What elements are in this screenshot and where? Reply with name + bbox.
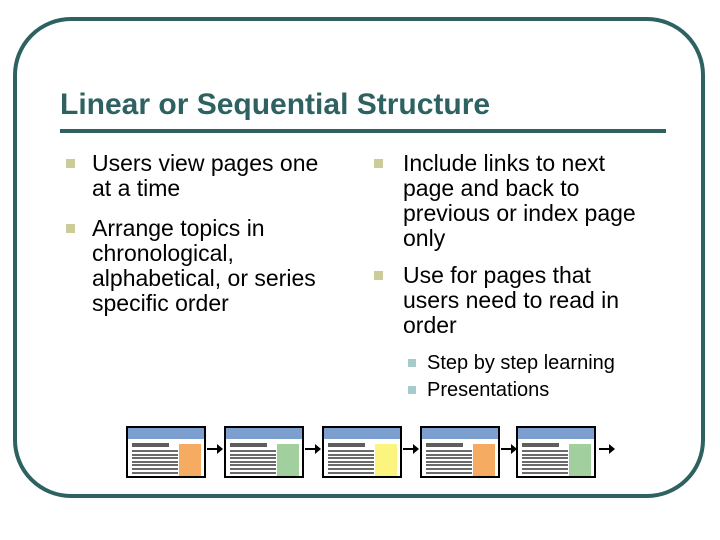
- page-title-bar: [132, 443, 169, 447]
- arrow-right-icon: [403, 443, 419, 455]
- page-text-lines: [522, 450, 568, 474]
- square-bullet-icon: [374, 159, 383, 168]
- bullet-item: Arrange topics in chronological, alphabe…: [66, 216, 358, 316]
- page-title-bar: [328, 443, 365, 447]
- arrow-right-icon: [305, 443, 321, 455]
- arrow-right-icon: [207, 443, 223, 455]
- bullet-item: Include links to next page and back to p…: [374, 151, 674, 251]
- page-image-block: [569, 444, 591, 476]
- bullet-text: Use for pages that users need to read in…: [403, 262, 620, 338]
- page-thumbnail: [126, 426, 206, 478]
- page-text-lines: [328, 450, 374, 474]
- page-header-bar: [324, 428, 400, 439]
- sub-bullet-list: Step by step learning Presentations: [408, 350, 674, 404]
- arrow-right-icon: [599, 443, 615, 455]
- page-text-lines: [230, 450, 276, 474]
- page-header-bar: [518, 428, 594, 439]
- page-header-bar: [128, 428, 204, 439]
- sub-bullet-text: Presentations: [427, 379, 550, 401]
- page-title-bar: [522, 443, 559, 447]
- page-thumbnail: [420, 426, 500, 478]
- square-bullet-icon: [408, 386, 416, 394]
- page-title-bar: [426, 443, 463, 447]
- page-image-block: [179, 444, 201, 476]
- square-bullet-icon: [66, 224, 75, 233]
- sub-bullet-text: Step by step learning: [427, 352, 615, 374]
- sub-bullet-item: Step by step learning: [408, 350, 674, 377]
- page-image-block: [473, 444, 495, 476]
- page-image-block: [277, 444, 299, 476]
- bullet-text: Arrange topics in chronological, alphabe…: [92, 215, 316, 316]
- bullet-text: Users view pages one at a time: [92, 150, 319, 201]
- sub-bullet-item: Presentations: [408, 377, 674, 404]
- bullet-item: Use for pages that users need to read in…: [374, 263, 674, 338]
- title-underline: [60, 129, 666, 133]
- page-thumbnail: [516, 426, 596, 478]
- page-title-bar: [230, 443, 267, 447]
- slide-border-frame: [13, 17, 705, 498]
- page-thumbnail: [224, 426, 304, 478]
- page-text-lines: [132, 450, 178, 474]
- square-bullet-icon: [374, 271, 383, 280]
- slide-title: Linear or Sequential Structure: [60, 88, 491, 121]
- page-thumbnail: [322, 426, 402, 478]
- right-column: Include links to next page and back to p…: [374, 151, 674, 404]
- page-header-bar: [422, 428, 498, 439]
- square-bullet-icon: [408, 359, 416, 367]
- page-image-block: [375, 444, 397, 476]
- arrow-right-icon: [501, 443, 517, 455]
- page-text-lines: [426, 450, 472, 474]
- square-bullet-icon: [66, 159, 75, 168]
- page-header-bar: [226, 428, 302, 439]
- bullet-text: Include links to next page and back to p…: [403, 150, 636, 251]
- left-column: Users view pages one at a time Arrange t…: [66, 151, 358, 331]
- bullet-item: Users view pages one at a time: [66, 151, 358, 201]
